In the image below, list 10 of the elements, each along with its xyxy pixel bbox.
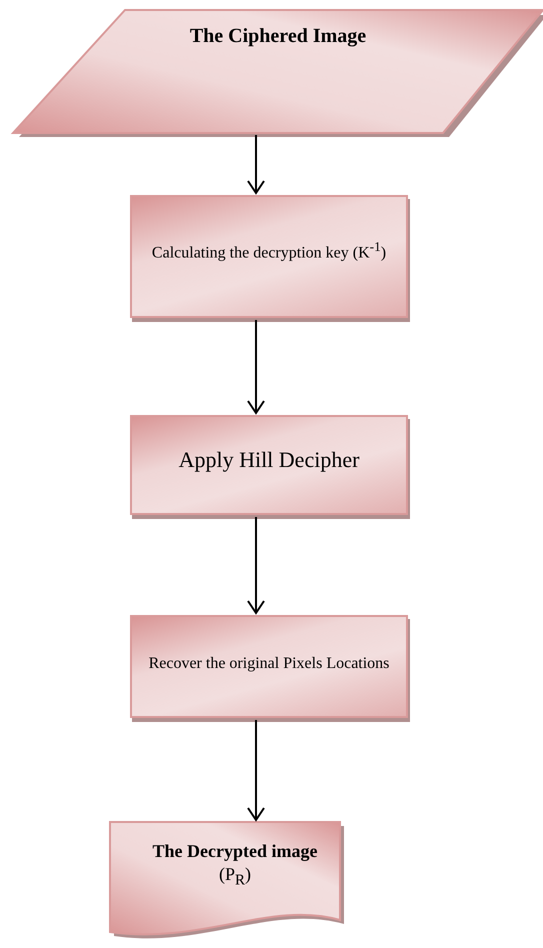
arrow (247, 720, 265, 821)
node-text: (P$_{R}$) (218, 862, 252, 890)
arrow (247, 517, 265, 614)
arrow (247, 320, 265, 414)
node-text: Calculating the decryption key (K$^{-1}$) (152, 239, 386, 264)
node-text: The Ciphered Image (190, 24, 366, 49)
node-text: Apply Hill Decipher (178, 446, 360, 474)
node-text: Recover the original Pixels Locations (148, 654, 390, 674)
arrow (247, 135, 265, 194)
node-text: The Decrypted image (152, 840, 318, 862)
